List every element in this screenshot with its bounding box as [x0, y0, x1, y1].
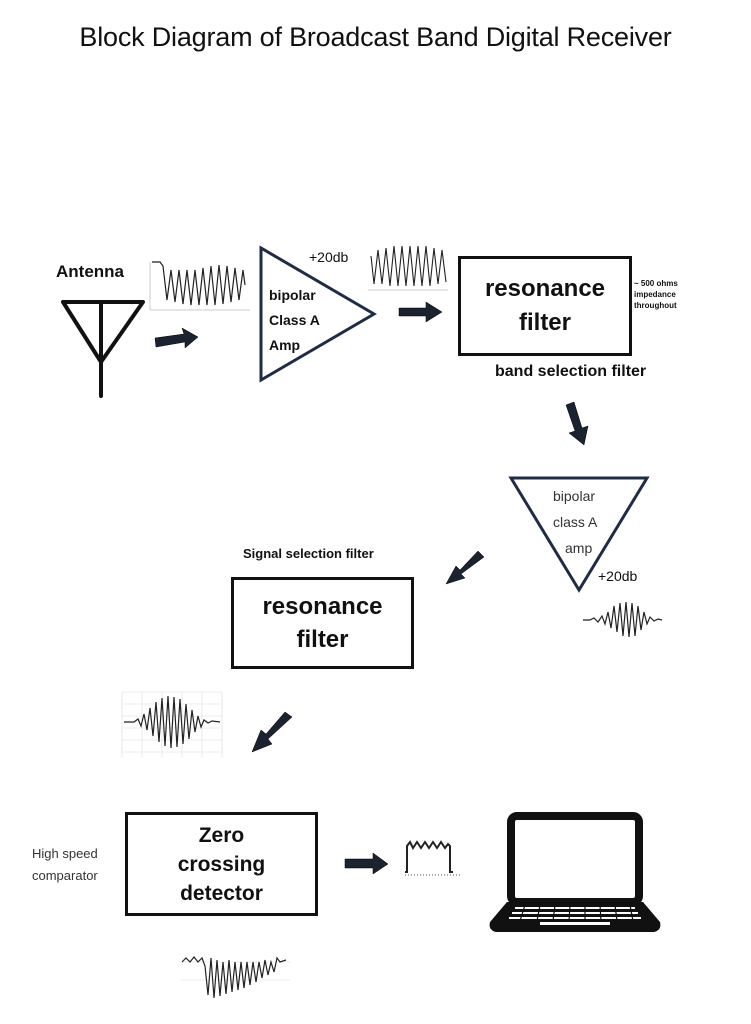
amplifier-1-gain: +20db — [309, 249, 349, 265]
amplifier-2-class: class A — [553, 514, 598, 530]
zero-crossing-detector: Zero crossing detector — [125, 812, 318, 916]
amplifier-1-amp: Amp — [269, 337, 301, 353]
waveform-amp2-burst — [583, 601, 663, 638]
resonance-filter-1: resonance filter — [458, 256, 632, 356]
signal-selection-caption: Signal selection filter — [243, 546, 374, 561]
arrow-detector-to-output — [344, 852, 389, 875]
laptop-icon — [489, 812, 661, 932]
amplifier-2-amp: amp — [565, 540, 593, 556]
arrow-filter-to-amp2 — [565, 401, 589, 446]
antenna-label: Antenna — [56, 262, 124, 281]
impedance-note: ~ 500 ohms impedance throughout — [634, 278, 694, 311]
detector-line1: Zero — [198, 823, 245, 847]
resonance-filter-2-line2: filter — [296, 626, 349, 653]
comparator-note-line2: comparator — [32, 868, 98, 883]
detector-line3: detector — [180, 881, 263, 905]
amplifier-2-triangle — [508, 476, 650, 593]
impedance-note-line1: ~ 500 ohms — [634, 279, 678, 288]
amplifier-1-class: Class A — [269, 312, 320, 328]
resonance-filter-1-line2: filter — [518, 309, 571, 336]
amplifier-1-triangle — [259, 245, 377, 383]
waveform-square-pulse — [405, 840, 462, 876]
resonance-filter-1-line1: resonance — [484, 275, 606, 302]
amplifier-2-type: bipolar — [553, 488, 596, 504]
impedance-note-line3: throughout — [634, 301, 677, 310]
detector-line2: crossing — [177, 852, 266, 876]
amplifier-1-type: bipolar — [269, 287, 316, 303]
waveform-filter2-output — [121, 691, 223, 758]
comparator-note-line1: High speed — [32, 846, 98, 861]
arrow-amp2-to-filter2 — [445, 550, 485, 585]
comparator-note: High speed comparator — [32, 843, 98, 887]
resonance-filter-2: resonance filter — [231, 577, 414, 669]
arrow-antenna-to-amp — [154, 327, 199, 349]
arrow-amp-to-filter — [398, 301, 443, 323]
diagram-title: Block Diagram of Broadcast Band Digital … — [79, 22, 672, 52]
waveform-antenna-input — [149, 261, 250, 311]
waveform-amp-output — [368, 245, 448, 291]
impedance-note-line2: impedance — [634, 290, 676, 299]
waveform-comparator-input — [180, 956, 290, 999]
amplifier-2-gain: +20db — [598, 568, 638, 584]
band-selection-caption: band selection filter — [495, 363, 647, 380]
resonance-filter-2-line1: resonance — [262, 593, 383, 620]
antenna-icon — [61, 300, 145, 398]
arrow-filter2-to-detector — [251, 711, 293, 753]
